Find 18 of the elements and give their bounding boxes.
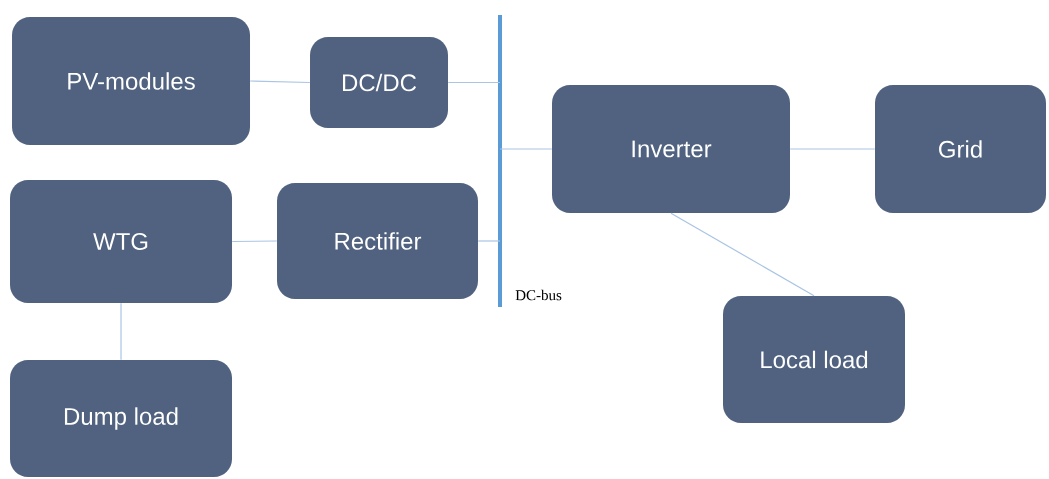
connector-line	[789, 148, 876, 150]
process-box: Rectifier	[277, 183, 478, 299]
connector-line	[447, 81, 501, 84]
process-box: Grid	[875, 85, 1046, 213]
bus-bar	[498, 15, 502, 307]
connector-line	[477, 240, 501, 242]
process-box: DC/DC	[310, 37, 448, 128]
connector-line	[670, 212, 815, 297]
connector-line	[231, 240, 278, 243]
connector-line	[249, 80, 311, 84]
process-box: PV-modules	[12, 17, 250, 145]
connector-line	[120, 302, 122, 361]
bus-label: DC-bus	[515, 289, 562, 301]
process-box: Dump load	[10, 360, 232, 477]
process-box: WTG	[10, 180, 232, 303]
process-box: Local load	[723, 296, 905, 423]
connector-line	[499, 148, 553, 150]
process-box: Inverter	[552, 85, 790, 213]
